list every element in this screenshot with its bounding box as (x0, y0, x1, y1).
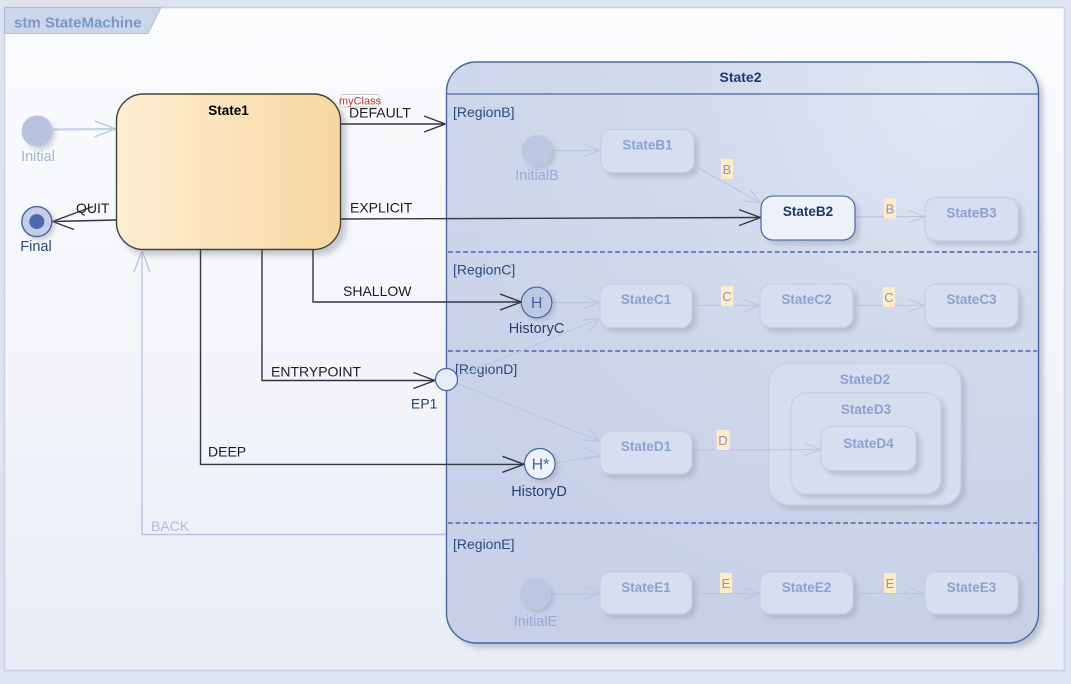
svg-text:StateB1: StateB1 (622, 138, 673, 153)
svg-text:C: C (884, 290, 893, 305)
svg-text:ENTRYPOINT: ENTRYPOINT (271, 364, 361, 380)
svg-text:InitialB: InitialB (515, 168, 559, 184)
svg-text:HistoryD: HistoryD (511, 484, 567, 500)
svg-text:B: B (886, 202, 895, 217)
svg-text:HistoryC: HistoryC (509, 321, 565, 337)
svg-text:EXPLICIT: EXPLICIT (350, 200, 413, 216)
svg-text:D: D (718, 433, 727, 448)
svg-text:State1: State1 (208, 103, 249, 118)
svg-text:InitialE: InitialE (514, 614, 558, 630)
svg-text:B: B (723, 162, 732, 177)
svg-text:StateD1: StateD1 (621, 439, 672, 454)
svg-text:stm StateMachine: stm StateMachine (14, 15, 142, 32)
svg-text:StateD4: StateD4 (843, 436, 894, 451)
svg-text:EP1: EP1 (411, 396, 438, 412)
svg-text:StateB3: StateB3 (946, 206, 997, 221)
svg-text:myClass: myClass (339, 96, 382, 108)
svg-text:C: C (722, 289, 731, 304)
svg-text:BACK: BACK (151, 518, 190, 534)
svg-text:StateB2: StateB2 (783, 204, 833, 219)
svg-text:DEEP: DEEP (208, 444, 246, 460)
svg-text:SHALLOW: SHALLOW (343, 283, 412, 299)
svg-text:H*: H* (532, 456, 550, 473)
svg-text:DEFAULT: DEFAULT (349, 105, 411, 121)
svg-text:StateC2: StateC2 (781, 292, 831, 307)
svg-text:StateE1: StateE1 (621, 580, 671, 595)
svg-text:StateD3: StateD3 (841, 402, 892, 417)
svg-text:State2: State2 (719, 69, 761, 85)
svg-text:StateE2: StateE2 (782, 580, 832, 595)
svg-text:StateD2: StateD2 (840, 372, 890, 387)
svg-text:E: E (722, 576, 731, 591)
svg-text:[RegionE]: [RegionE] (453, 536, 514, 552)
svg-text:[RegionC]: [RegionC] (453, 262, 515, 278)
svg-text:StateC3: StateC3 (946, 292, 997, 307)
svg-text:StateE3: StateE3 (947, 580, 997, 595)
svg-text:[RegionB]: [RegionB] (453, 104, 514, 120)
svg-text:StateC1: StateC1 (621, 292, 672, 307)
svg-text:Final: Final (20, 239, 51, 255)
svg-text:[RegionD]: [RegionD] (455, 361, 517, 377)
svg-text:Initial: Initial (21, 149, 55, 165)
svg-text:QUIT: QUIT (76, 200, 110, 216)
svg-text:E: E (886, 576, 895, 591)
svg-text:H: H (531, 295, 543, 312)
